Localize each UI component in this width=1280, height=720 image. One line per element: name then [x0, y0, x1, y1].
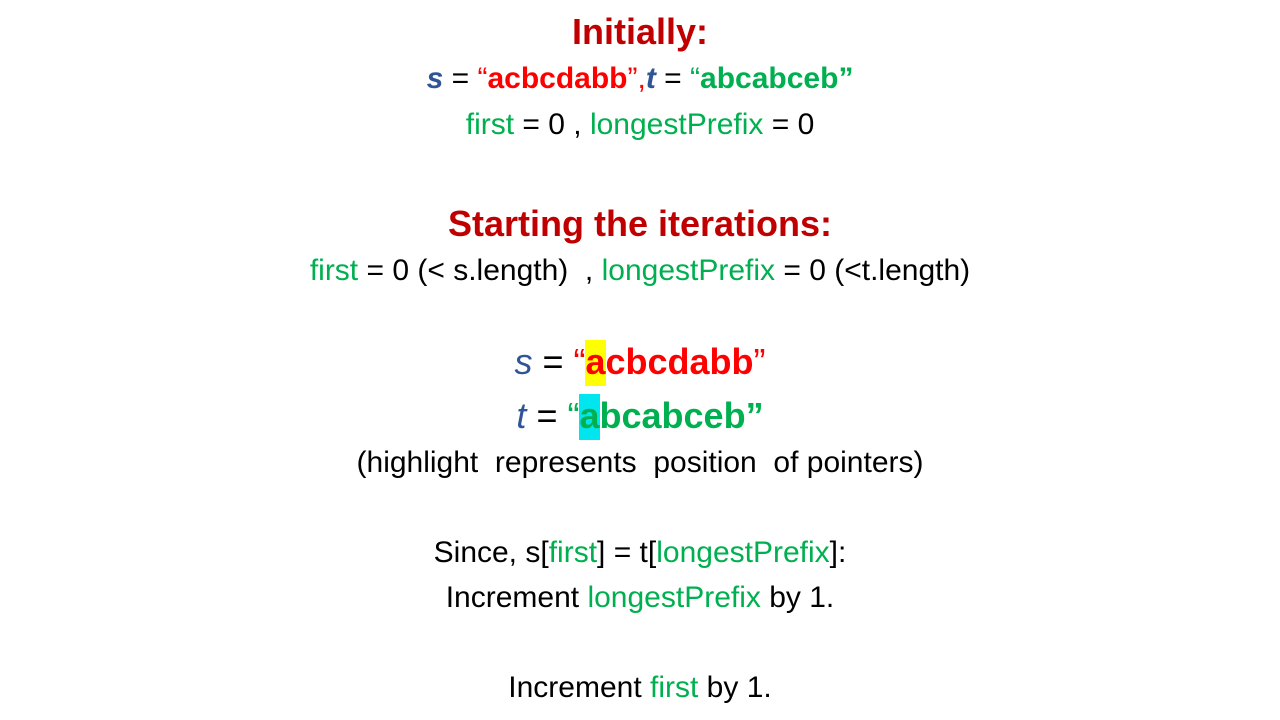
t-pointer-highlight: a: [579, 394, 600, 440]
t-pointer-line: t = “abcabceb”: [0, 394, 1280, 440]
longest-prefix-label: longestPrefix: [656, 536, 830, 569]
initial-values-line: first = 0 , longestPrefix = 0: [0, 110, 1280, 140]
since-prefix: Since, s[: [433, 536, 549, 569]
first-label: first: [548, 536, 598, 569]
s-variable: s: [426, 62, 444, 95]
first-label: first: [309, 254, 359, 287]
longest-prefix-label: longestPrefix: [601, 254, 776, 287]
longest-prefix-value: = 0: [763, 108, 815, 141]
s-pointer-line: s = “acbcdabb”: [0, 340, 1280, 386]
t-variable: t: [516, 395, 527, 436]
increment-suffix: by 1.: [760, 581, 835, 614]
equals: =: [655, 62, 691, 95]
first-value: = 0 ,: [514, 108, 590, 141]
s-pointer-highlight: a: [585, 340, 606, 386]
open-quote: “: [573, 341, 586, 382]
open-quote: “: [690, 62, 701, 95]
s-variable: s: [514, 341, 533, 382]
initial-strings-line: s = “acbcdabb”,t = “abcabceb”: [0, 64, 1280, 94]
open-quote: “: [477, 62, 488, 95]
equals: =: [443, 62, 478, 95]
s-value: acbcdabb: [487, 62, 628, 95]
close-quote: ”: [753, 341, 766, 382]
s-remaining: cbcdabb: [605, 341, 754, 382]
s-close-quote-comma: ”,: [627, 62, 646, 95]
longest-prefix-label: longestPrefix: [589, 108, 764, 141]
increment-prefix: Increment: [508, 671, 651, 704]
first-label: first: [465, 108, 515, 141]
t-value: abcabceb: [700, 62, 839, 95]
increment-suffix: by 1.: [698, 671, 772, 704]
open-quote: “: [567, 395, 580, 436]
since-suffix: ]:: [829, 536, 847, 569]
t-variable: t: [645, 62, 656, 95]
increment-longest-prefix-line: Increment longestPrefix by 1.: [0, 583, 1280, 613]
longest-prefix-label: longestPrefix: [587, 581, 761, 614]
highlight-note: (highlight represents position of pointe…: [356, 446, 924, 479]
close-quote: ”: [745, 395, 764, 436]
since-condition-line: Since, s[first] = t[longestPrefix]:: [0, 538, 1280, 568]
initially-heading: Initially:: [571, 11, 709, 52]
first-label: first: [650, 671, 699, 704]
iteration-conditions-line: first = 0 (< s.length) , longestPrefix =…: [0, 256, 1280, 286]
increment-prefix: Increment: [445, 581, 588, 614]
iterations-heading: Starting the iterations:: [447, 203, 833, 244]
equals: =: [532, 341, 574, 382]
t-remaining: bcabceb: [599, 395, 746, 436]
equals: =: [526, 395, 568, 436]
since-mid: ] = t[: [597, 536, 657, 569]
first-condition: = 0 (< s.length) ,: [358, 254, 602, 287]
longest-prefix-condition: = 0 (<t.length): [775, 254, 971, 287]
t-close-quote: ”: [838, 62, 854, 95]
increment-first-line: Increment first by 1.: [0, 673, 1280, 703]
